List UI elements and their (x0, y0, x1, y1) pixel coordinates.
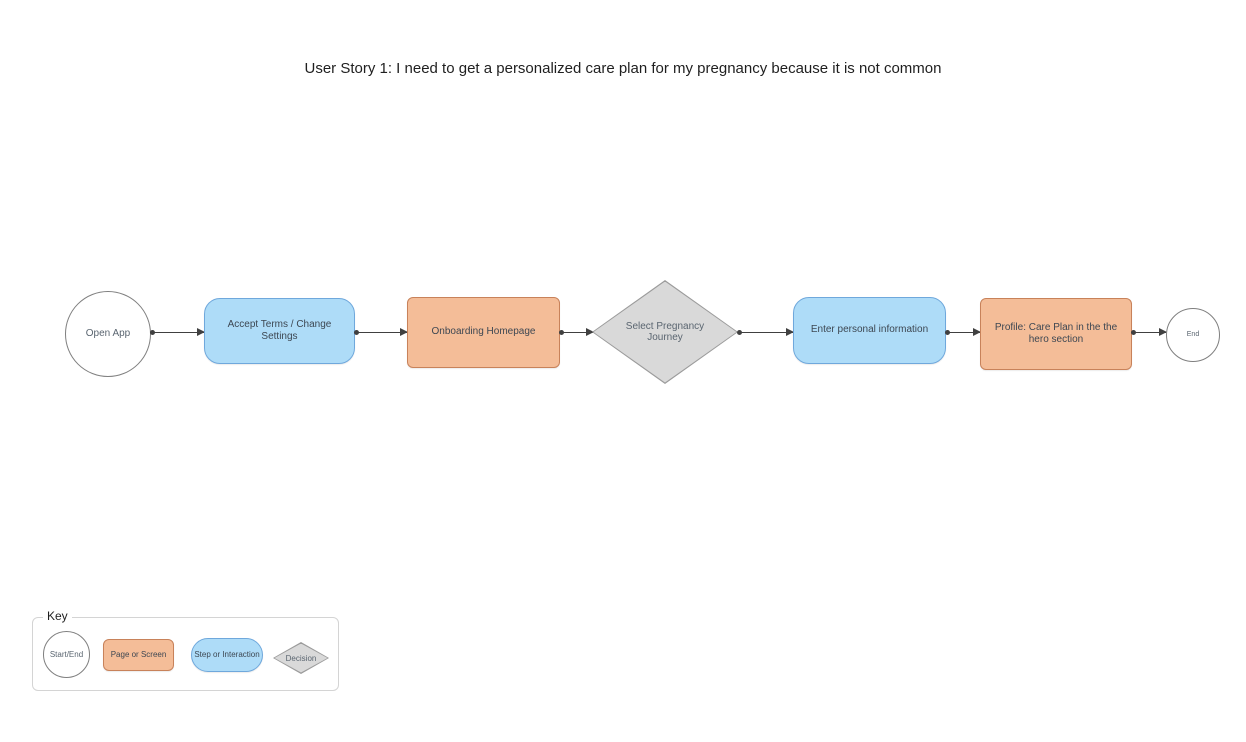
node-end-circle[interactable]: End (1166, 308, 1220, 362)
node-onboarding-homepage[interactable]: Onboarding Homepage (407, 297, 560, 368)
connector-source-dot (1131, 329, 1136, 335)
key-item-step-or-interaction[interactable]: Step or Interaction (191, 638, 263, 672)
key-item-decision-label: Decision (285, 653, 317, 663)
connector-source-dot (150, 329, 155, 335)
key-item-page-or-screen-label: Page or Screen (110, 650, 167, 660)
connector-source-dot (737, 329, 742, 335)
connector-arrowhead-icon (586, 328, 594, 337)
node-select-pregnancy-journey-label: Select Pregnancy Journey (625, 321, 705, 343)
node-accept-terms[interactable]: Accept Terms / Change Settings (204, 298, 355, 364)
connector-step1-to-page1[interactable] (354, 328, 408, 337)
connector-start-to-step1[interactable] (150, 328, 205, 337)
key-item-decision[interactable]: Decision (273, 642, 329, 674)
node-select-pregnancy-journey[interactable]: Select Pregnancy Journey (592, 280, 738, 384)
diamond-fill: Decision (274, 643, 328, 673)
connector-source-dot (945, 329, 950, 335)
connector-step2-to-page2[interactable] (945, 328, 981, 337)
node-enter-personal-information-label: Enter personal information (810, 324, 929, 336)
connector-arrowhead-icon (786, 328, 794, 337)
node-profile-care-plan-label: Profile: Care Plan in the the hero secti… (994, 321, 1118, 346)
connector-source-dot (559, 329, 564, 335)
connector-page1-to-decision[interactable] (559, 328, 594, 337)
diagram-title: User Story 1: I need to get a personaliz… (304, 60, 942, 77)
node-profile-care-plan[interactable]: Profile: Care Plan in the the hero secti… (980, 298, 1132, 370)
node-onboarding-homepage-label: Onboarding Homepage (431, 326, 536, 338)
diamond-fill: Select Pregnancy Journey (593, 281, 737, 383)
connector-decision-to-step2[interactable] (737, 328, 794, 337)
node-start-circle[interactable]: Open App (65, 291, 151, 377)
connector-source-dot (354, 329, 359, 335)
key-item-page-or-screen[interactable]: Page or Screen (103, 639, 174, 671)
node-start-label: Open App (85, 327, 131, 339)
key-legend-box[interactable]: Key Start/End Page or Screen Step or Int… (32, 609, 339, 691)
key-item-start-end[interactable]: Start/End (43, 631, 90, 678)
connector-arrowhead-icon (197, 328, 205, 337)
connector-arrowhead-icon (400, 328, 408, 337)
connector-arrowhead-icon (973, 328, 981, 337)
node-accept-terms-label: Accept Terms / Change Settings (227, 318, 332, 343)
connector-arrowhead-icon (1159, 328, 1167, 337)
connector-page2-to-end[interactable] (1131, 328, 1167, 337)
node-enter-personal-information[interactable]: Enter personal information (793, 297, 946, 364)
key-item-step-or-interaction-label: Step or Interaction (194, 650, 260, 660)
key-legend-title: Key (43, 609, 72, 623)
node-end-label: End (1186, 330, 1200, 338)
key-item-start-end-label: Start/End (49, 649, 84, 659)
